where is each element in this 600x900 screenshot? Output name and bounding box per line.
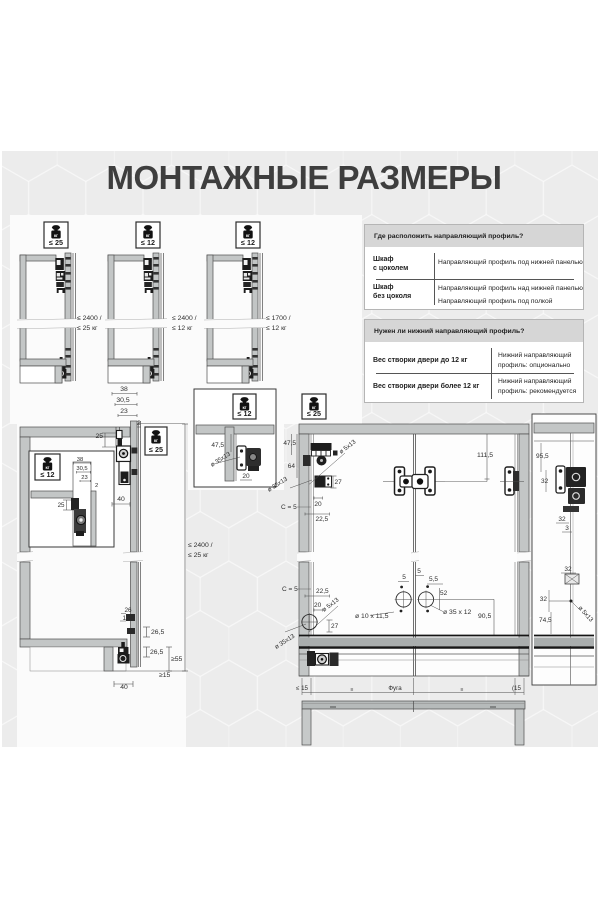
svg-text:≤ 15: ≤ 15 bbox=[296, 685, 309, 692]
svg-text:52: 52 bbox=[440, 590, 448, 597]
svg-text:30,5: 30,5 bbox=[76, 466, 87, 472]
svg-text:25: 25 bbox=[58, 502, 65, 509]
svg-text:20: 20 bbox=[314, 602, 322, 609]
svg-text:C = 5: C = 5 bbox=[282, 586, 298, 593]
svg-text:ø 35 x 12: ø 35 x 12 bbox=[443, 609, 472, 616]
svg-text:≥15: ≥15 bbox=[159, 672, 171, 679]
svg-text:ø 10 x 11,5: ø 10 x 11,5 bbox=[355, 613, 389, 620]
svg-text:≡: ≡ bbox=[461, 687, 464, 693]
svg-text:кг: кг bbox=[246, 233, 250, 238]
svg-text:≤ 25: ≤ 25 bbox=[49, 238, 63, 247]
svg-text:95,5: 95,5 bbox=[536, 453, 549, 460]
svg-text:20: 20 bbox=[242, 473, 250, 480]
svg-text:≤ 12 кг: ≤ 12 кг bbox=[172, 325, 193, 332]
svg-text:≤ 25 кг: ≤ 25 кг bbox=[77, 325, 98, 332]
svg-text:кг: кг bbox=[146, 233, 150, 238]
svg-text:≥55: ≥55 bbox=[171, 656, 183, 663]
svg-text:≤ 12 кг: ≤ 12 кг bbox=[266, 325, 287, 332]
svg-text:≤ 12: ≤ 12 bbox=[141, 238, 155, 247]
svg-text:23: 23 bbox=[81, 475, 87, 481]
svg-text:≡: ≡ bbox=[351, 687, 354, 693]
svg-text:40: 40 bbox=[120, 684, 128, 691]
svg-text:16: 16 bbox=[122, 615, 130, 622]
svg-text:23: 23 bbox=[120, 408, 128, 415]
svg-text:5,5: 5,5 bbox=[429, 576, 438, 583]
svg-text:3: 3 bbox=[565, 525, 569, 532]
svg-text:Фуга: Фуга bbox=[388, 685, 402, 692]
svg-text:47,5: 47,5 bbox=[211, 442, 224, 449]
svg-text:26,5: 26,5 bbox=[150, 649, 163, 656]
svg-text:64: 64 bbox=[288, 463, 296, 470]
svg-text:111,5: 111,5 bbox=[477, 452, 493, 459]
svg-text:32: 32 bbox=[541, 478, 549, 485]
svg-text:38: 38 bbox=[77, 457, 83, 463]
svg-text:кг: кг bbox=[312, 405, 316, 410]
svg-text:20: 20 bbox=[314, 501, 322, 508]
svg-text:22,5: 22,5 bbox=[316, 516, 329, 523]
svg-text:кг: кг bbox=[242, 405, 246, 410]
svg-text:32: 32 bbox=[564, 566, 572, 573]
svg-text:27: 27 bbox=[335, 479, 343, 486]
svg-text:38: 38 bbox=[120, 386, 128, 393]
svg-text:≤ 25: ≤ 25 bbox=[307, 409, 321, 418]
svg-text:≤ 12: ≤ 12 bbox=[238, 409, 252, 418]
svg-text:32: 32 bbox=[540, 596, 548, 603]
svg-text:74,5: 74,5 bbox=[539, 617, 552, 624]
svg-text:90,5: 90,5 bbox=[478, 613, 491, 620]
svg-text:2: 2 bbox=[95, 483, 98, 489]
svg-text:25: 25 bbox=[95, 433, 103, 440]
svg-text:(15: (15 bbox=[512, 685, 522, 692]
svg-text:40: 40 bbox=[117, 496, 125, 503]
svg-text:22,5: 22,5 bbox=[316, 588, 329, 595]
svg-text:26: 26 bbox=[124, 607, 132, 614]
svg-text:≤ 2400 /: ≤ 2400 / bbox=[172, 315, 197, 322]
svg-text:≤ 2400 /: ≤ 2400 / bbox=[77, 315, 102, 322]
svg-text:кг: кг bbox=[54, 233, 58, 238]
svg-text:кг: кг bbox=[45, 465, 49, 470]
svg-text:C = 5: C = 5 bbox=[281, 504, 297, 511]
svg-text:30,5: 30,5 bbox=[116, 397, 129, 404]
svg-text:≤ 12: ≤ 12 bbox=[241, 238, 255, 247]
svg-text:≤ 25: ≤ 25 bbox=[149, 445, 163, 454]
svg-text:кг: кг bbox=[154, 438, 158, 443]
svg-text:47,5: 47,5 bbox=[283, 440, 296, 447]
svg-text:≤ 12: ≤ 12 bbox=[41, 470, 55, 479]
svg-text:26,5: 26,5 bbox=[151, 629, 164, 636]
svg-text:≤ 2400 /: ≤ 2400 / bbox=[188, 542, 213, 549]
svg-text:≤ 25 кг: ≤ 25 кг bbox=[188, 552, 209, 559]
svg-text:32: 32 bbox=[558, 516, 566, 523]
svg-text:≤ 1700 /: ≤ 1700 / bbox=[266, 315, 291, 322]
svg-text:5: 5 bbox=[402, 574, 406, 581]
svg-text:27: 27 bbox=[331, 623, 339, 630]
svg-text:5: 5 bbox=[417, 568, 421, 575]
